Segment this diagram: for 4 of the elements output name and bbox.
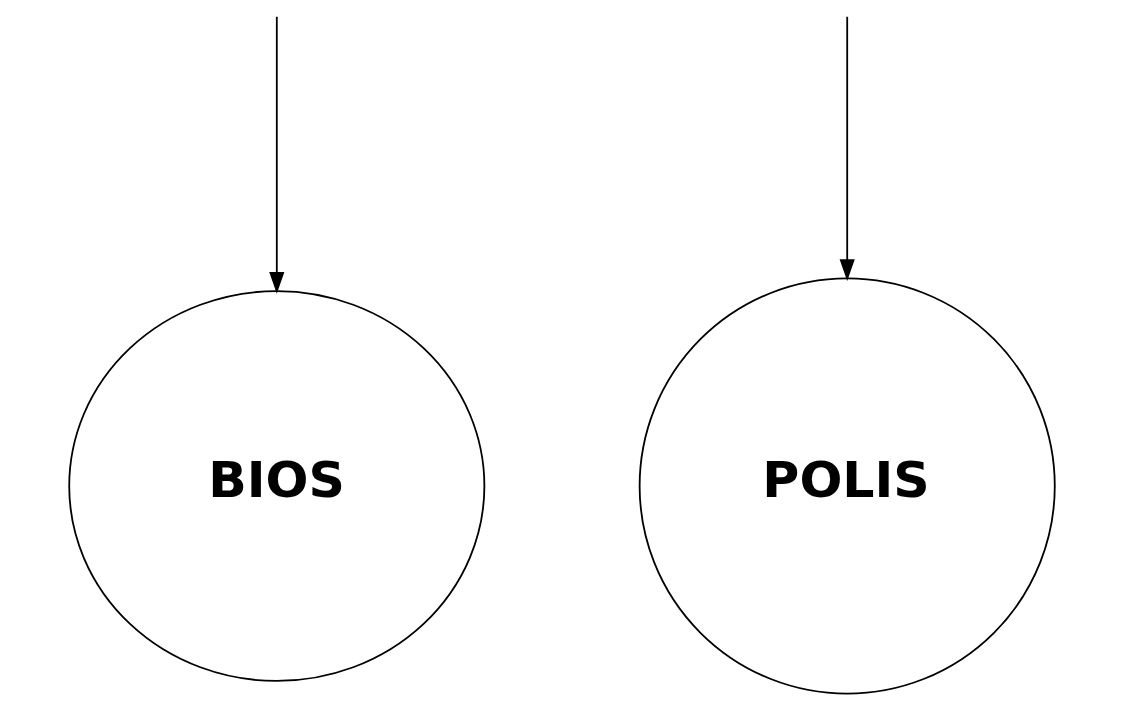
node-circle: POLIS bbox=[638, 277, 1056, 695]
node-circle: BIOS bbox=[68, 290, 486, 682]
arrow bbox=[269, 15, 285, 294]
arrow bbox=[839, 15, 855, 281]
